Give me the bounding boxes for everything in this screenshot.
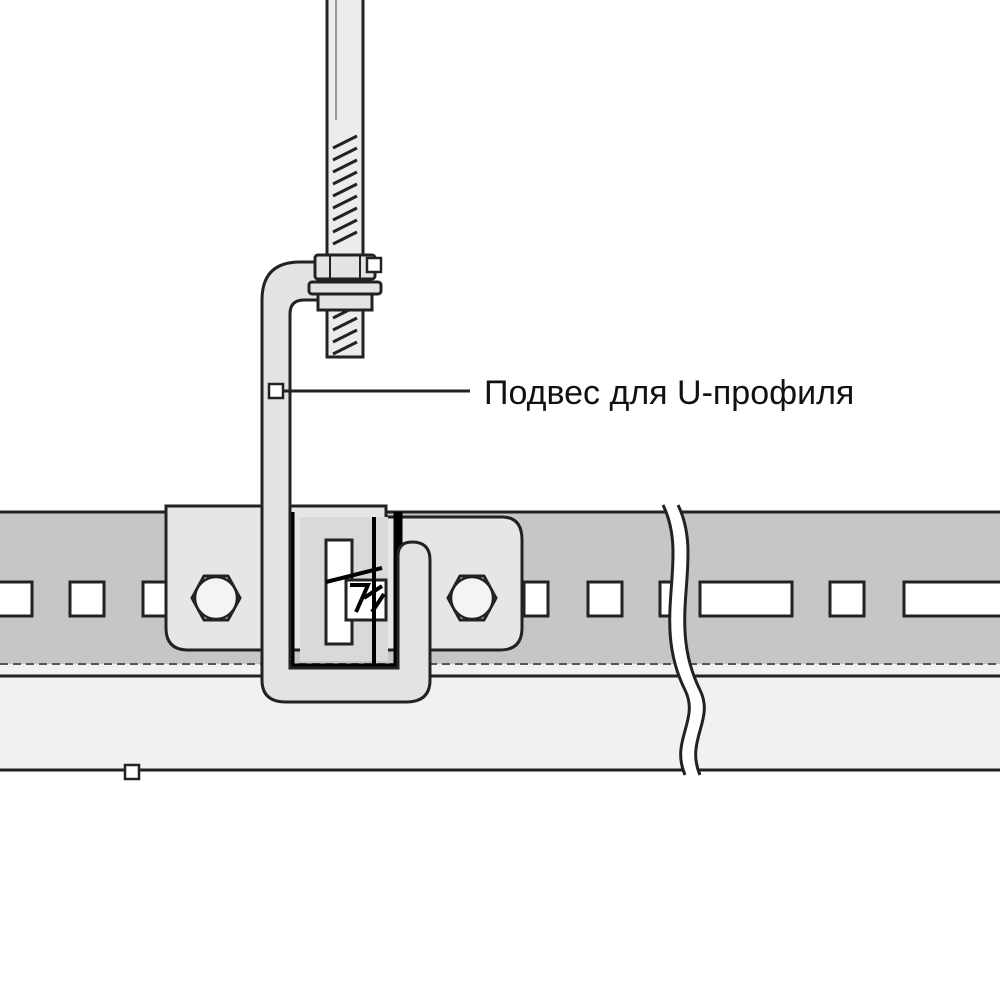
hanger-strap xyxy=(260,260,432,704)
callout: Подвес для U-профиля xyxy=(267,374,854,412)
left-hex-bolt xyxy=(190,574,242,622)
right-hex-bolt xyxy=(446,574,498,622)
rail-slot xyxy=(828,580,866,618)
rail-slot xyxy=(141,580,169,618)
rail-slot xyxy=(0,580,34,618)
rail-slot xyxy=(522,580,550,618)
rail-slot xyxy=(68,580,106,618)
callout-label: Подвес для U-профиля xyxy=(484,374,854,412)
rail-break-line-left xyxy=(661,504,691,776)
callout-anchor-square xyxy=(267,382,285,400)
rail-slots xyxy=(0,580,1000,618)
rail-slot xyxy=(902,580,1000,618)
u-profile-hanger xyxy=(260,260,432,704)
marker-square xyxy=(123,763,141,781)
rail-slot xyxy=(698,580,794,618)
nut-lower xyxy=(316,292,374,312)
rail-break-line-right xyxy=(676,504,706,776)
rail-lower-band xyxy=(0,664,1000,770)
washer xyxy=(307,280,383,296)
marker-square xyxy=(365,256,383,274)
rail-slot xyxy=(586,580,624,618)
inner-clip xyxy=(285,512,403,673)
